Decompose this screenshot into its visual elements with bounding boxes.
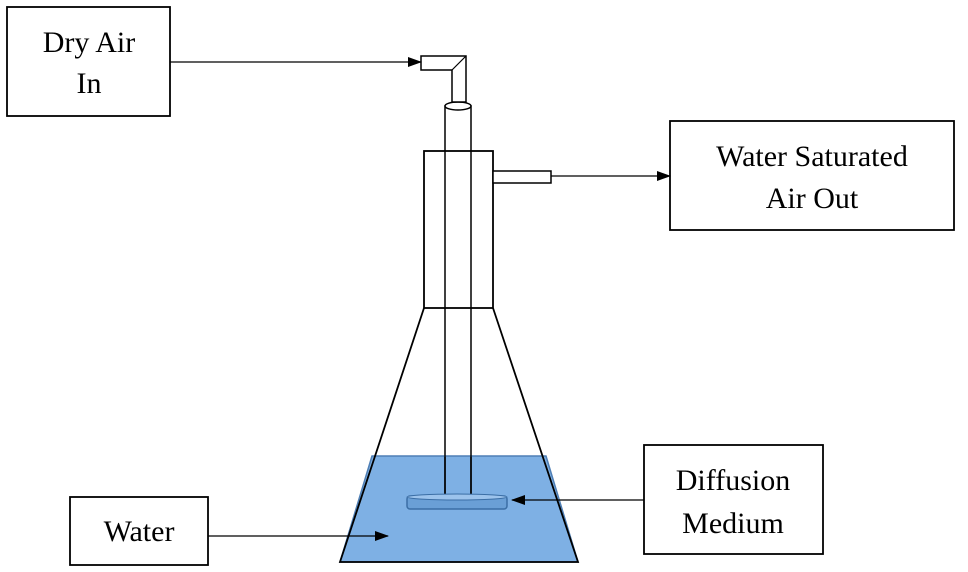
air-out-box [669, 120, 955, 231]
dry-air-in-box [6, 6, 171, 117]
inlet-tube-top [444, 101, 472, 111]
diffusion-medium-label-line2: Medium [682, 507, 784, 540]
diffusion-medium-label-line1: Diffusion [676, 464, 790, 497]
inlet-tube-submerged [446, 457, 470, 499]
outlet-tube [492, 170, 552, 184]
diffusion-medium-box [643, 444, 824, 555]
dry-air-in-label-line2: In [77, 67, 102, 100]
water-box [69, 496, 209, 566]
dry-air-in-label-line1: Dry Air [43, 26, 136, 59]
flask [338, 307, 580, 563]
water-label: Water [104, 515, 175, 548]
diffusion-disc [406, 493, 508, 510]
air-out-label-line1: Water Saturated [716, 140, 908, 173]
air-out-label-line2: Air Out [766, 182, 859, 215]
flask-neck [423, 150, 494, 309]
flask-outline [338, 307, 580, 563]
